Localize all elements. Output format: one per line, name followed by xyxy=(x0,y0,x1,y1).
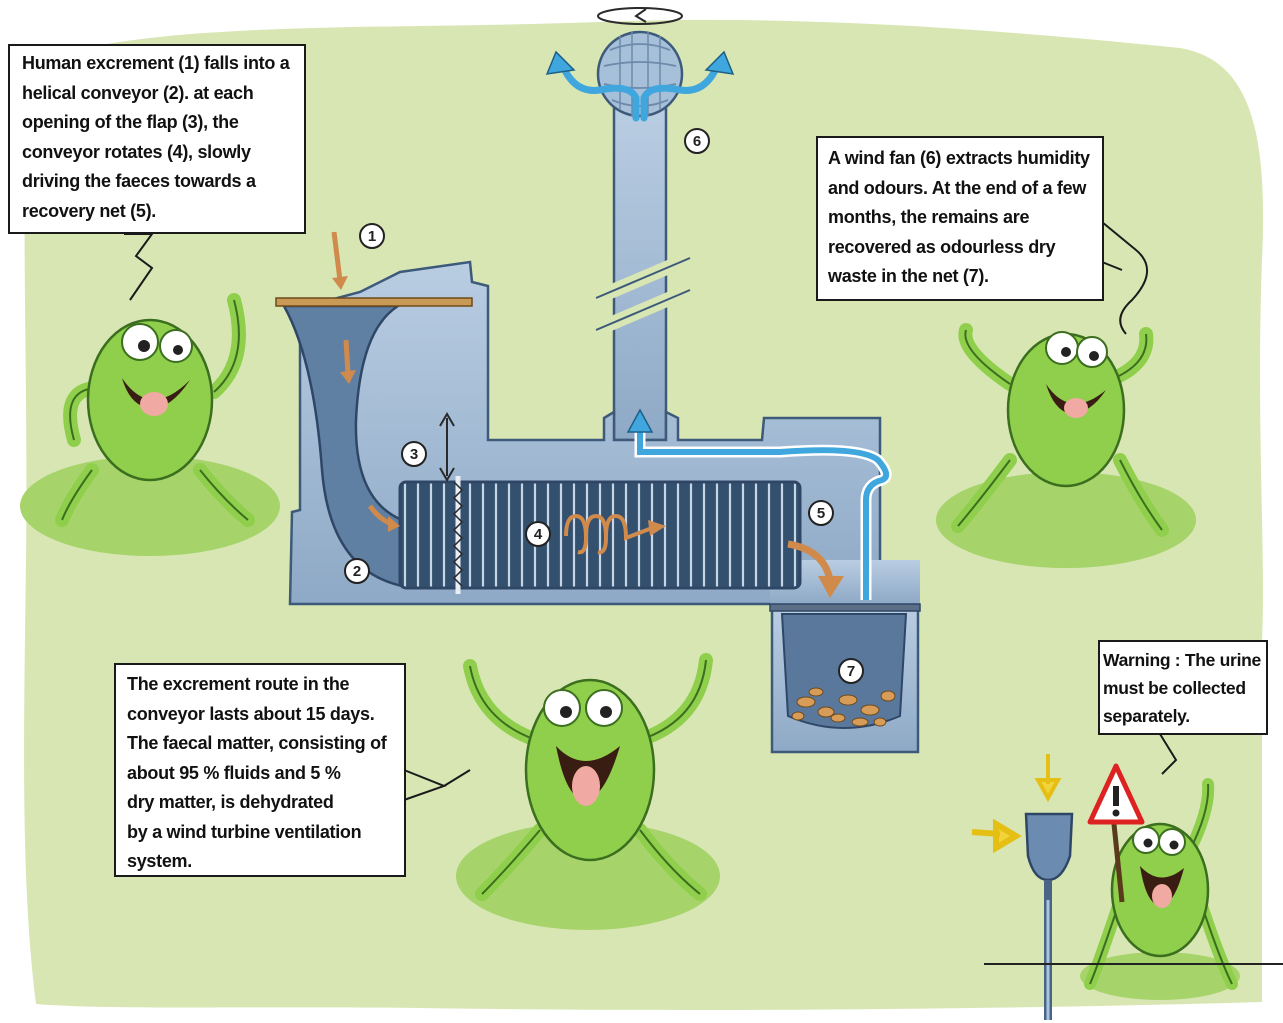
conveyor-rotation-spiral xyxy=(564,513,653,555)
helical-conveyor xyxy=(398,480,802,590)
callout-line: driving the faeces towards a xyxy=(22,171,256,191)
machine-lower-right xyxy=(770,560,920,604)
svg-text:2: 2 xyxy=(353,563,361,580)
svg-text:6: 6 xyxy=(693,133,701,150)
marker-6: 6 xyxy=(684,128,710,154)
callout-line: separately. xyxy=(1103,706,1190,726)
arrow-up-icon xyxy=(545,50,576,75)
rotation-arrow xyxy=(597,7,683,25)
callout-line: recovered as odourless dry xyxy=(828,236,1056,257)
callout-tail-2 xyxy=(1101,221,1149,335)
callout-line: must be collected xyxy=(1103,678,1246,698)
marker-5: 5 xyxy=(808,500,834,526)
callout-line: A wind fan (6) extracts humidity xyxy=(828,148,1090,168)
frog-right xyxy=(936,323,1196,568)
arrow-up-icon xyxy=(704,50,735,75)
callout-urine-warning: Warning : The urine must be collected se… xyxy=(1098,640,1268,735)
marker-3: 3 xyxy=(401,441,427,467)
air-outlet-arrows xyxy=(558,60,722,122)
composting-machine xyxy=(275,7,921,754)
callout-line: Warning : The urine xyxy=(1103,650,1261,670)
dry-waste-pellets xyxy=(791,687,896,727)
callout-tail-3 xyxy=(403,769,471,801)
callout-line: conveyor rotates (4), slowly xyxy=(22,141,251,162)
callout-line: The faecal matter, consisting of xyxy=(127,733,387,753)
callout-tail-4 xyxy=(1159,733,1178,775)
marker-2: 2 xyxy=(344,558,370,584)
arrow-down-icon xyxy=(1034,754,1062,803)
arrow-down-icon xyxy=(343,339,351,375)
callout-tail-1 xyxy=(124,233,154,301)
callout-conveyor: Human excrement (1) falls into a helical… xyxy=(8,44,306,234)
callout-line: waste in the net (7). xyxy=(828,266,989,286)
arrow-up-icon xyxy=(626,408,654,433)
frog-left xyxy=(20,293,280,556)
callout-line: months, the remains are xyxy=(828,207,1030,227)
callout-line: recovery net (5). xyxy=(22,200,156,221)
svg-text:4: 4 xyxy=(534,526,543,543)
callout-line: opening of the flap (3), the xyxy=(22,112,239,132)
callout-line: conveyor lasts about 15 days. xyxy=(127,703,375,724)
callout-line: about 95 % fluids and 5 % xyxy=(127,762,341,783)
callout-line: system. xyxy=(127,851,192,871)
callout-line: by a wind turbine ventilation xyxy=(127,821,362,842)
callout-wind-fan: A wind fan (6) extracts humidity and odo… xyxy=(816,136,1104,301)
faeces-arrow-to-net xyxy=(787,540,834,581)
callout-line: and odours. At the end of a few xyxy=(828,177,1087,198)
svg-text:5: 5 xyxy=(817,505,825,522)
warning-triangle-icon xyxy=(1087,763,1145,903)
svg-text:7: 7 xyxy=(847,663,855,680)
number-markers: 1 2 3 4 5 6 7 xyxy=(344,128,864,684)
svg-text:1: 1 xyxy=(368,228,376,245)
callout-excrement-route: The excrement route in the conveyor last… xyxy=(114,663,406,877)
urine-arrow-right xyxy=(971,818,1022,854)
callout-line: The excrement route in the xyxy=(127,674,350,694)
recovery-net-rim xyxy=(769,603,921,612)
callout-line: Human excrement (1) falls into a xyxy=(22,53,290,73)
callout-line: helical conveyor (2). at each xyxy=(22,82,254,103)
arrow-down-icon xyxy=(331,231,343,281)
callout-line: dry matter, is dehydrated xyxy=(127,792,334,812)
frog-center xyxy=(456,653,720,930)
toilet-seat xyxy=(275,297,473,307)
marker-7: 7 xyxy=(838,658,864,684)
wind-turbine xyxy=(596,7,684,118)
marker-1: 1 xyxy=(359,223,385,249)
svg-text:3: 3 xyxy=(410,446,418,463)
marker-4: 4 xyxy=(525,521,551,547)
flap-motion-arrow xyxy=(439,412,455,482)
urinal xyxy=(971,754,1074,1020)
